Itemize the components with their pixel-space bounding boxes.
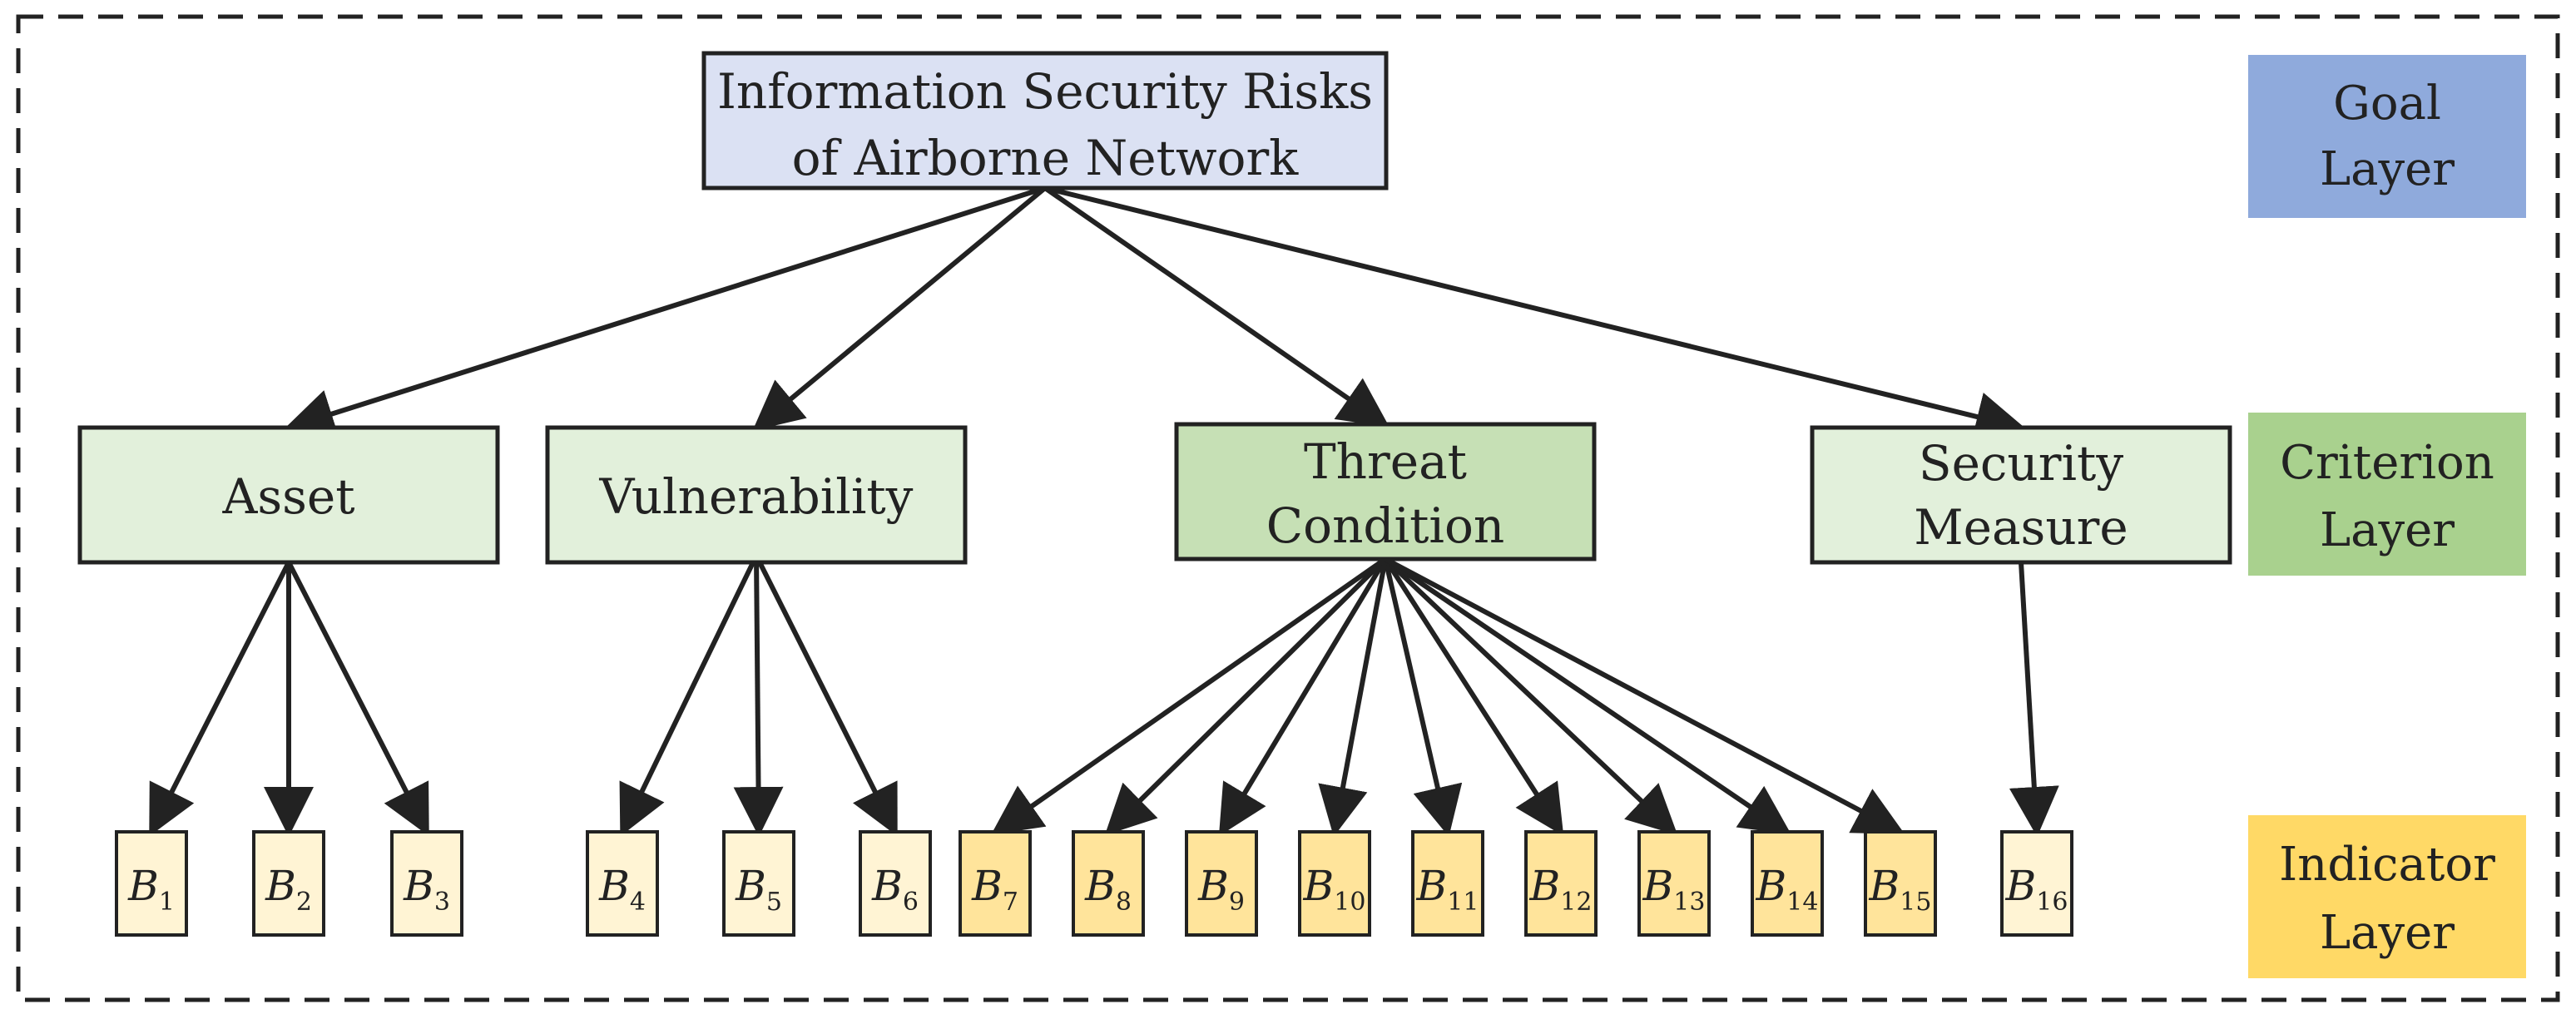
arrow-to-indicator-7 [991, 556, 1387, 835]
arrow-to-indicator-14 [1384, 556, 1791, 835]
goal-title-line-2: of Airborne Network [792, 130, 1300, 186]
arrow-to-indicator-11 [1383, 558, 1463, 837]
legend-indicator-line-2: Layer [2320, 906, 2455, 960]
indicator-label-b4: B4 [598, 862, 646, 917]
goal-title-line-1: Information Security Risks [717, 63, 1373, 120]
legend-goal-layer: Goal Layer [2248, 55, 2526, 218]
outer-dashed-border [16, 14, 2560, 1002]
indicator-label-b15: B15 [1869, 862, 1932, 917]
arrow-to-indicator-13 [1383, 556, 1678, 836]
criterion-asset: Asset [77, 425, 500, 565]
indicator-node-b12: B12 [1524, 830, 1598, 937]
indicator-label-b7: B7 [971, 862, 1018, 917]
arrow-layer [149, 185, 2059, 837]
goal-node: Information Security Risks of Airborne N… [701, 51, 1389, 190]
indicator-node-b5: B5 [722, 830, 795, 937]
indicator-label-b6: B6 [871, 862, 919, 917]
arrow-to-indicator-16 [2009, 561, 2059, 837]
arrow-goal-to-threat-condition [1043, 185, 1390, 428]
criterion-asset-label: Asset [221, 468, 354, 525]
indicator-node-b14: B14 [1751, 830, 1824, 937]
arrow-to-indicator-8 [1104, 556, 1388, 836]
indicator-node-b8: B8 [1072, 830, 1145, 937]
legend-criterion-layer: Criterion Layer [2248, 413, 2526, 576]
arrow-to-indicator-15 [1384, 556, 1905, 834]
arrow-goal-to-security-measure [1044, 185, 2026, 442]
indicator-node-b7: B7 [959, 830, 1032, 937]
indicator-label-b10: B10 [1303, 862, 1366, 917]
indicator-layer-nodes: B1 B2 B3 B4 B5 B6 B7 B8 B9 B10 B11 B12 B13 B14 B15 B16 [115, 830, 2073, 937]
arrow-to-indicator-12 [1383, 557, 1564, 837]
criterion-security-measure: Security Measure [1810, 425, 2232, 565]
criterion-threat-condition: Threat Condition [1174, 422, 1597, 561]
indicator-label-b16: B16 [2005, 862, 2068, 917]
arrow-to-indicator-10 [1318, 558, 1388, 837]
indicator-label-b14: B14 [1756, 862, 1819, 917]
indicator-node-b1: B1 [115, 830, 188, 937]
indicator-node-b15: B15 [1864, 830, 1937, 937]
criterion-threat-label-line-2: Condition [1266, 497, 1504, 554]
criterion-vulnerability-label: Vulnerability [599, 468, 914, 525]
legend-criterion-line-1: Criterion [2280, 436, 2494, 490]
legend-criterion-line-2: Layer [2320, 503, 2455, 557]
criterion-vulnerability: Vulnerability [545, 425, 968, 565]
criterion-security-label-line-2: Measure [1914, 499, 2128, 556]
indicator-label-b2: B2 [265, 862, 312, 917]
indicator-node-b11: B11 [1411, 830, 1484, 937]
indicator-label-b1: B1 [127, 862, 175, 917]
indicator-node-b4: B4 [586, 830, 659, 937]
arrow-to-indicator-1 [149, 561, 291, 837]
criterion-security-label-line-1: Security [1919, 435, 2123, 492]
criterion-threat-label-line-1: Threat [1304, 433, 1467, 490]
indicator-label-b9: B9 [1197, 862, 1245, 917]
arrow-goal-to-asset [284, 185, 1046, 438]
indicator-node-b6: B6 [859, 830, 932, 937]
indicator-node-b9: B9 [1185, 830, 1258, 937]
legend-goal-line-1: Goal [2333, 77, 2441, 131]
indicator-label-b8: B8 [1084, 862, 1132, 917]
indicator-node-b2: B2 [252, 830, 325, 937]
arrow-goal-to-vulnerability [752, 185, 1047, 431]
indicator-node-b13: B13 [1637, 830, 1711, 937]
arrow-to-indicator-4 [619, 554, 759, 837]
arrow-to-indicator-5 [733, 555, 784, 837]
legend-indicator-layer: Indicator Layer [2248, 815, 2526, 978]
arrow-to-indicator-6 [754, 554, 898, 837]
indicator-label-b3: B3 [403, 862, 450, 917]
indicator-node-b3: B3 [390, 830, 463, 937]
legend-goal-line-2: Layer [2320, 142, 2455, 196]
indicator-label-b12: B12 [1529, 862, 1593, 917]
legend-indicator-line-1: Indicator [2279, 838, 2495, 892]
arrow-to-indicator-9 [1218, 557, 1388, 837]
indicator-label-b13: B13 [1642, 862, 1706, 917]
indicator-node-b16: B16 [2000, 830, 2073, 937]
indicator-label-b5: B5 [735, 862, 782, 917]
indicator-label-b11: B11 [1416, 862, 1479, 917]
arrow-to-indicator-3 [286, 561, 429, 837]
indicator-node-b10: B10 [1298, 830, 1371, 937]
